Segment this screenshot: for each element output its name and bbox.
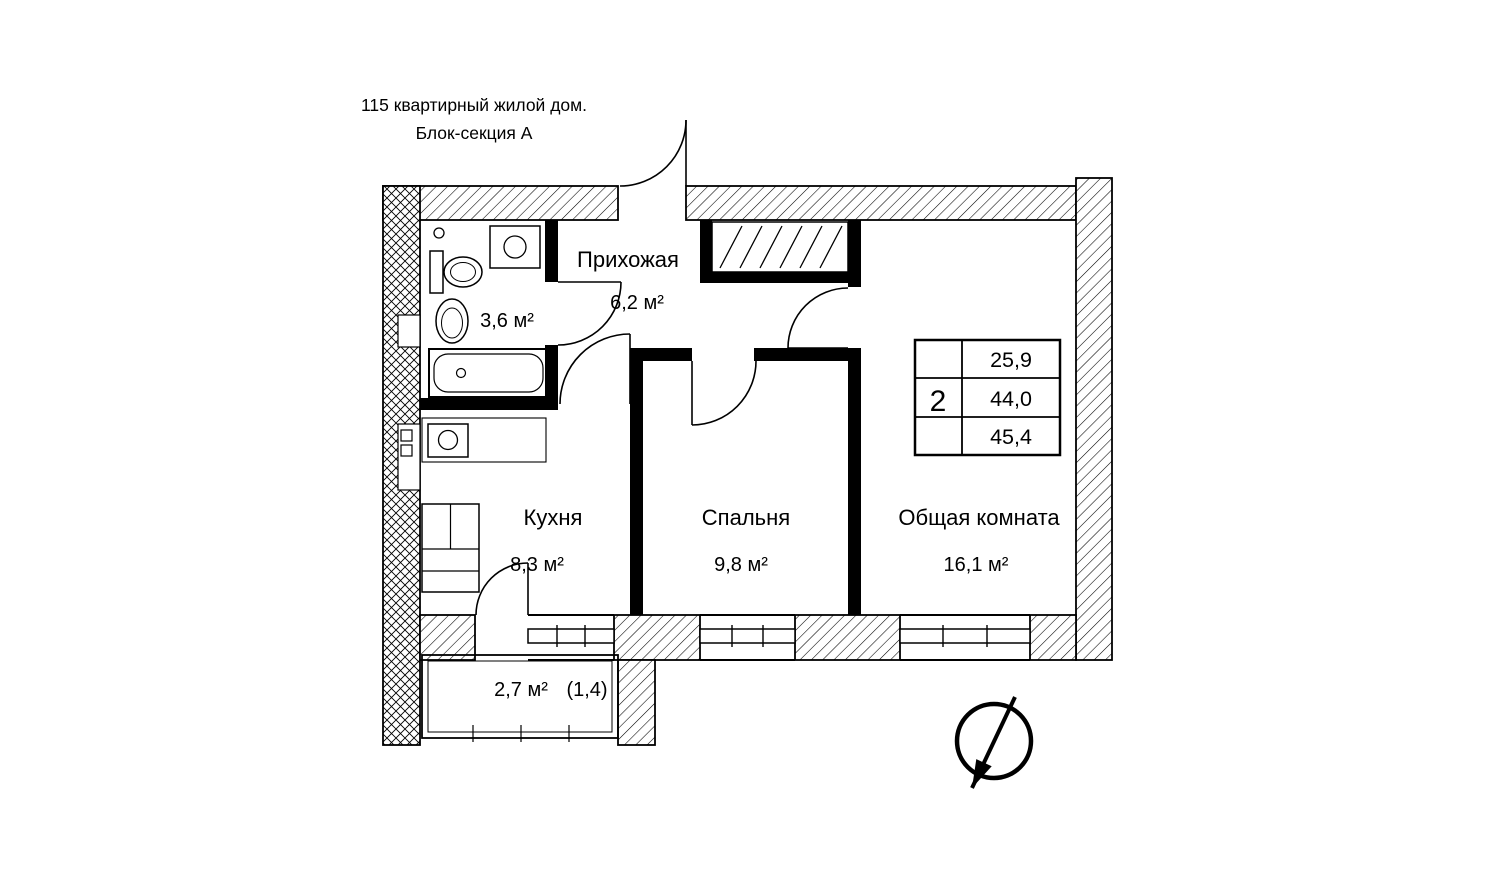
stamp-apartment-area: 44,0 <box>990 387 1032 411</box>
labels: 115 квартирный жилой дом. Блок-секция А … <box>361 95 1060 701</box>
stamp-frame <box>913 338 1062 457</box>
washbasin-icon <box>489 225 541 269</box>
stamp-rooms-count: 2 <box>930 385 947 418</box>
drawing-title-line2: Блок-секция А <box>416 123 533 143</box>
balcony-glazing-ticks <box>472 725 570 742</box>
stamp-total-area: 45,4 <box>990 425 1032 449</box>
bathroom-wall-bottom <box>420 398 558 410</box>
riser-2 <box>400 444 413 457</box>
sink-icon <box>435 298 469 344</box>
bedroom-top-wall-left <box>643 348 692 361</box>
bedroom-window <box>699 614 796 661</box>
drawing-title-line1: 115 квартирный жилой дом. <box>361 95 587 115</box>
bathroom-fixtures <box>428 225 549 398</box>
bedroom-door <box>691 360 757 426</box>
valve-icon <box>433 227 445 239</box>
north-arrow-icon <box>954 696 1034 789</box>
apartment-stamp: 2 25,9 44,0 45,4 <box>913 338 1062 457</box>
wall-bottom-pier-2 <box>794 614 901 661</box>
closet-hangers <box>719 225 843 269</box>
kitchen-window <box>527 614 615 661</box>
room-area-bedroom: 9,8 м² <box>714 554 768 576</box>
stamp-grid <box>915 340 1060 455</box>
entrance-door <box>619 119 687 187</box>
kitchen-fixtures <box>421 417 547 593</box>
closet-left-stub <box>700 220 712 283</box>
riser-1 <box>400 429 413 442</box>
room-label-living: Общая комната <box>898 505 1060 530</box>
balcony-area-reduced: (1,4) <box>566 679 607 701</box>
room-area-living: 16,1 м² <box>944 554 1009 576</box>
bathroom-wall-upper <box>545 220 558 282</box>
bedroom-living-partition <box>848 348 861 615</box>
room-label-hallway: Прихожая <box>577 247 679 272</box>
toilet-icon <box>429 250 483 294</box>
wall-bottom-pier-3 <box>1029 614 1077 661</box>
counter-outline <box>421 417 547 463</box>
stamp-living-area: 25,9 <box>990 348 1032 372</box>
room-area-bathroom: 3,6 м² <box>480 310 534 332</box>
balcony-door <box>475 562 529 616</box>
living-window <box>899 614 1031 661</box>
room-area-kitchen: 8,3 м² <box>510 554 564 576</box>
wall-bottom-pier-1 <box>613 614 701 661</box>
closet-symbol <box>711 221 849 273</box>
outer-walls <box>382 177 1113 746</box>
closet-bottom-wall <box>700 272 861 283</box>
bedroom-top-wall-right <box>754 348 861 361</box>
wall-bottom-pier-0 <box>419 614 476 661</box>
kitchen-sink-icon <box>427 423 469 458</box>
wall-top-right <box>685 185 1077 221</box>
closet-frame <box>711 221 849 273</box>
balcony-area: 2,7 м² <box>494 679 548 701</box>
niche-1 <box>397 314 421 348</box>
kitchen-bedroom-partition <box>630 348 643 615</box>
bathtub-icon <box>428 348 549 398</box>
wall-niches <box>397 314 421 491</box>
bathroom-door <box>557 281 622 346</box>
wall-right <box>1075 177 1113 661</box>
living-room-door <box>787 287 849 349</box>
balcony-outline <box>421 654 619 742</box>
windows <box>527 614 1031 661</box>
room-area-hallway: 6,2 м² <box>610 292 664 314</box>
room-label-kitchen: Кухня <box>524 505 583 530</box>
kitchen-door <box>559 333 631 405</box>
room-label-bedroom: Спальня <box>702 505 790 530</box>
wall-balcony-pier <box>617 659 656 746</box>
stove-icon <box>421 503 480 593</box>
doors <box>475 119 849 616</box>
living-west-wall-upper <box>848 220 861 287</box>
